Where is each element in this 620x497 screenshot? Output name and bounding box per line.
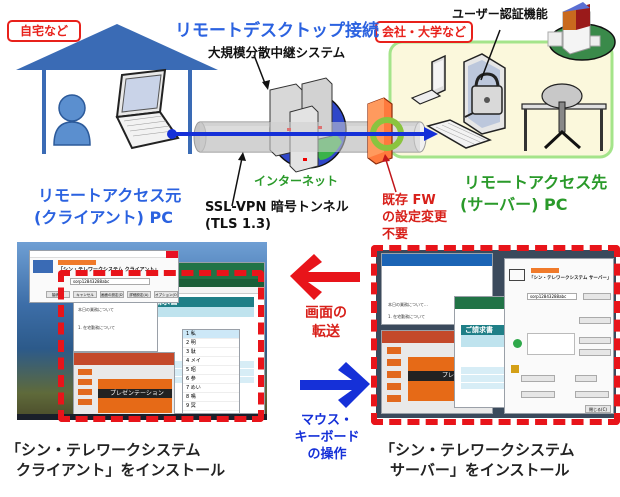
server-app-title: 「シン・テレワークシステム サーバー」	[529, 276, 612, 281]
server-powerpoint-window: プレゼンテーション	[381, 330, 493, 414]
lock-icon	[511, 365, 519, 373]
connection-title: リモートデスクトップ接続	[175, 21, 379, 41]
lock-monitor-icon	[463, 53, 506, 135]
internet-label: インターネット	[254, 174, 339, 188]
user-auth-label: ユーザー認証機能	[452, 7, 548, 21]
ime-candidate[interactable]: 7 めい	[183, 384, 239, 393]
server-screenshot: 本日の業務について… 1. 在宅勤務について プレゼンテーション ご請求書 「シ…	[376, 250, 616, 418]
input-operation-line1: マウス・	[300, 413, 353, 428]
client-app-dialog: 「シン・テレワークシステム クライアント」 sorp12843288abc 接続…	[29, 250, 179, 303]
client-caption-line2: クライアント」をインストール	[16, 461, 226, 479]
server-setting-button-7[interactable]	[575, 391, 609, 398]
server-pc-label: リモートアクセス先 (サーバー) PC	[460, 172, 608, 216]
input-operation-line2: キーボード	[294, 430, 360, 445]
firewall-label-line1: 既存 FW	[382, 193, 436, 208]
ime-candidate[interactable]: 9 冥	[183, 402, 239, 411]
firewall-label-line3: 不要	[382, 227, 409, 242]
server-setting-button-2[interactable]	[579, 337, 611, 344]
laptop-icon	[115, 68, 180, 150]
server-setting-button-5[interactable]	[575, 375, 597, 382]
input-operation-label: マウス・ キーボード の操作	[287, 412, 367, 463]
arrow-left-icon	[290, 254, 360, 300]
powerpoint-window: プレゼンテーション	[73, 352, 175, 418]
word-window: 本日の業務について 1. 在宅勤務について	[73, 302, 158, 352]
tunnel-label-line1: SSL-VPN 暗号トンネル	[205, 200, 349, 215]
office-tag: 会社・大学など	[375, 21, 473, 43]
ime-candidate[interactable]: 2 明	[183, 339, 239, 348]
network-diagram-graphics	[16, 2, 616, 207]
house-icon	[16, 24, 218, 154]
server-pc-label-line1: リモートアクセス先	[464, 173, 608, 192]
status-ok-icon	[513, 339, 522, 348]
screen-transfer-line1: 画面の	[305, 305, 347, 321]
tunnel-label-line2: (TLS 1.3)	[205, 217, 271, 232]
client-screenshot: ご請求書 本日の業務について 1. 在宅勤務について プレゼンテーション 1 私…	[17, 242, 267, 420]
server-setting-button-6[interactable]	[521, 391, 555, 398]
screen-transfer-label: 画面の 転送	[296, 304, 356, 342]
transfer-arrows	[290, 254, 370, 408]
arrow-right-icon	[300, 362, 370, 408]
server-caption-line2: サーバー」をインストール	[390, 461, 570, 479]
client-dialog-button[interactable]: キャンセル	[73, 291, 97, 298]
connection-line	[167, 127, 438, 141]
input-operation-line3: の操作	[307, 447, 347, 462]
client-app-title: 「シン・テレワークシステム クライアント」	[58, 267, 160, 273]
server-invoice-title: ご請求書	[465, 326, 493, 334]
firewall-label-line2: の設定変更	[382, 210, 448, 225]
client-pc-label-line2: (クライアント) PC	[34, 208, 174, 227]
monitor-icon	[410, 54, 446, 105]
ime-candidate[interactable]: 4 メイ	[183, 357, 239, 366]
building-icon	[547, 2, 616, 61]
server-caption-line1: 「シン・テレワークシステム	[380, 441, 575, 459]
client-pc-label-line1: リモートアクセス元	[38, 186, 182, 205]
server-close-button[interactable]: 閉じる(C)	[585, 405, 611, 413]
user-icon	[53, 94, 91, 146]
server-install-caption: 「シン・テレワークシステム サーバー」をインストール	[380, 440, 575, 480]
ime-candidate[interactable]: 8 鳴	[183, 393, 239, 402]
client-dialog-button[interactable]: 接続(C)	[46, 291, 70, 298]
server-computer-id[interactable]: sorp12843288abc	[527, 293, 577, 300]
keyboard-icon	[426, 119, 492, 149]
server-setting-button-4[interactable]	[521, 375, 555, 382]
relay-system-label: 大規模分散中継システム	[208, 45, 346, 60]
screen-transfer-line2: 転送	[312, 324, 340, 340]
firewall-label: 既存 FW の設定変更 不要	[382, 192, 447, 243]
tunnel-label: SSL-VPN 暗号トンネル (TLS 1.3)	[205, 199, 349, 233]
server-app-dialog: 「シン・テレワークシステム サーバー」 sorp12843288abc 閉じる(…	[504, 258, 614, 414]
server-setting-button-1[interactable]	[579, 317, 611, 324]
ime-candidate[interactable]: 6 参	[183, 375, 239, 384]
server-excel-window: ご請求書	[454, 296, 506, 408]
client-dialog-button[interactable]: 詳細設定(A)	[127, 291, 151, 298]
client-dialog-button[interactable]: オプション(O)	[154, 291, 178, 298]
desk-chair-icon	[521, 83, 607, 151]
client-connect-field[interactable]: sorp12843288abc	[70, 278, 150, 285]
ime-candidate[interactable]: 5 昭	[183, 366, 239, 375]
client-dialog-button[interactable]: 画面の設定(D)	[100, 291, 124, 298]
ime-candidate[interactable]: 3 駄	[183, 348, 239, 357]
presentation-title: プレゼンテーション	[110, 390, 164, 397]
server-option-button[interactable]	[583, 293, 611, 300]
client-install-caption: 「シン・テレワークシステム クライアント」をインストール	[6, 440, 225, 480]
server-pc-label-line2: (サーバー) PC	[460, 195, 568, 214]
ime-candidate[interactable]: 1 私	[183, 330, 239, 339]
client-caption-line1: 「シン・テレワークシステム	[6, 441, 201, 459]
server-setting-button-3[interactable]	[579, 349, 611, 356]
client-pc-label: リモートアクセス元 (クライアント) PC	[34, 185, 182, 229]
home-tag: 自宅など	[7, 20, 81, 42]
taskbar	[17, 414, 267, 420]
